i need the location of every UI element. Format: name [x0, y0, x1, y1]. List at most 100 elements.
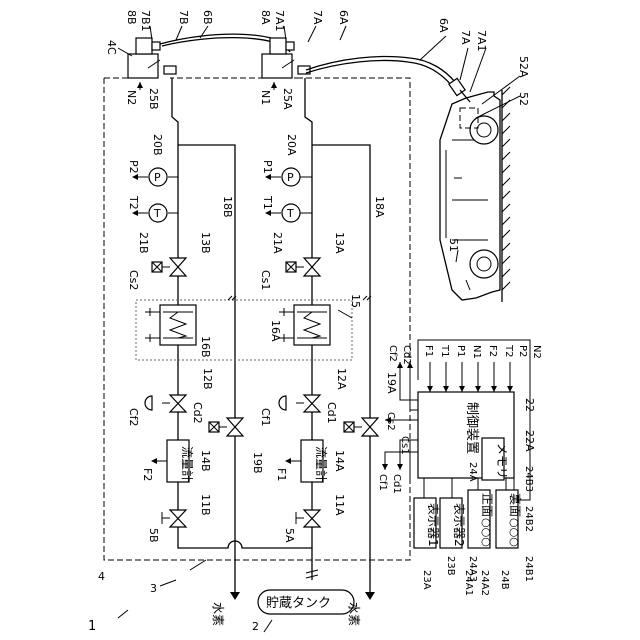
memory-label: メモリ — [495, 443, 509, 479]
label-22a: 22A — [523, 430, 536, 452]
signal-cs2: Cs2 — [385, 412, 396, 431]
pressure-symbol-b: P — [154, 171, 161, 184]
signal-p1: P1 — [455, 345, 466, 357]
label-pipe-ref: 3 — [150, 582, 157, 595]
flow-control-valve-12a — [279, 395, 320, 412]
temperature-symbol-a: T — [286, 207, 294, 220]
label-cd1-valve: Cd1 — [325, 402, 338, 424]
label-24b: 24B — [499, 570, 510, 590]
label-6a-top: 6A — [337, 10, 350, 25]
label-18a: 18A — [373, 196, 386, 218]
hydrogen-label-right: 水素 — [347, 602, 361, 626]
signal-cs1: Cs1 — [399, 436, 410, 455]
label-14a: 14A — [333, 450, 346, 472]
heat-exchanger-16a — [279, 305, 330, 345]
signal-f2: F2 — [487, 345, 498, 357]
heat-exchanger-16b — [145, 305, 196, 345]
fuel-cell-vehicle — [440, 92, 500, 300]
label-18b: 18B — [221, 196, 234, 218]
label-7b: 7B — [177, 10, 190, 25]
label-cs2-valve: Cs2 — [127, 270, 140, 290]
bypass-valve-19b — [209, 418, 243, 436]
label-25b: 25B — [147, 88, 160, 110]
signal-cd1: Cd1 — [391, 474, 402, 494]
label-14b: 14B — [199, 450, 212, 472]
label-20b: 20B — [151, 134, 164, 156]
bypass-valve-19a — [344, 418, 378, 436]
pressure-sensor-20a: P — [282, 168, 312, 186]
label-24a: 24A — [467, 462, 478, 482]
label-21b: 21B — [137, 232, 150, 254]
label-5b: 5B — [147, 528, 160, 543]
label-25a: 25A — [281, 88, 294, 110]
label-p2: P2 — [127, 160, 140, 174]
temperature-sensor-21b: T — [149, 204, 178, 222]
signal-n1: N1 — [471, 345, 482, 359]
front-panel-24a: 正面 ○○○ — [468, 490, 494, 548]
label-15: 15 — [349, 294, 362, 308]
label-7a-top: 7A — [311, 10, 324, 25]
label-11b: 11B — [199, 494, 212, 516]
label-n1: N1 — [259, 90, 272, 105]
label-12b: 12B — [201, 368, 214, 390]
signal-cf1: Cf1 — [377, 474, 388, 491]
label-12a: 12A — [335, 368, 348, 390]
storage-tank: 貯蔵タンク — [258, 590, 354, 614]
signal-n2: N2 — [531, 345, 542, 359]
label-n2: N2 — [125, 90, 138, 105]
label-8a: 8A — [259, 10, 272, 25]
signal-cf2: Cf2 — [387, 345, 398, 362]
label-24a2: 24A2 — [479, 570, 490, 596]
label-22: 22 — [523, 398, 536, 412]
label-21a: 21A — [271, 232, 284, 254]
label-24b3: 24B3 — [523, 466, 534, 492]
controller-label: 制御装置 — [464, 402, 479, 454]
inlet-valve-11b — [162, 510, 186, 527]
label-20a: 20A — [285, 134, 298, 156]
front-label: 正面 — [480, 493, 494, 517]
label-tank-ref: 2 — [252, 620, 259, 633]
label-frame-ref: 4 — [98, 570, 105, 583]
controller-22: 制御装置 メモリ — [418, 392, 514, 480]
label-f2-meter: F2 — [141, 468, 154, 481]
label-cf2-valve: Cf2 — [127, 408, 140, 427]
inlet-valve-11a — [296, 510, 320, 527]
label-24b1: 24B1 — [523, 556, 534, 582]
label-6b: 6B — [201, 10, 214, 25]
signal-t1: T1 — [439, 344, 450, 357]
label-11a: 11A — [333, 494, 346, 516]
label-19b: 19B — [251, 452, 264, 474]
label-24b2: 24B2 — [523, 506, 534, 532]
flowmeter-14b: 流量計 — [151, 440, 195, 482]
hydrogen-label-left: 水素 — [211, 602, 225, 626]
label-p1: P1 — [261, 160, 274, 174]
label-24a1: 24A1 — [463, 570, 474, 596]
display-23b: 表示器2 — [440, 498, 466, 548]
label-51: 51 — [447, 238, 460, 252]
pressure-symbol-a: P — [287, 171, 294, 184]
label-13a: 13A — [333, 232, 346, 254]
label-7a1-right: 7A1 — [475, 30, 488, 52]
ground — [502, 87, 510, 302]
label-23b: 23B — [445, 556, 456, 576]
label-23a: 23A — [421, 570, 432, 590]
label-t1: T1 — [261, 195, 274, 210]
label-16a: 16A — [269, 320, 282, 342]
signal-p2: P2 — [517, 345, 528, 357]
label-16b: 16B — [199, 336, 212, 358]
pressure-sensor-20b: P — [149, 168, 178, 186]
label-13b: 13B — [199, 232, 212, 254]
label-cs1-valve: Cs1 — [259, 270, 272, 290]
front-buttons: ○○○ — [480, 518, 493, 547]
signal-cd2: Cd2 — [401, 345, 412, 365]
label-fig-ref: 1 — [88, 619, 96, 634]
flowmeter-label-b: 流量計 — [180, 446, 195, 482]
label-cf1-valve: Cf1 — [259, 408, 272, 427]
flowmeter-14a: 流量計 — [285, 440, 329, 482]
signal-t2: T2 — [503, 344, 514, 357]
label-f1-meter: F1 — [275, 468, 288, 481]
label-7a-right: 7A — [459, 30, 472, 45]
car-nozzle — [449, 78, 470, 102]
